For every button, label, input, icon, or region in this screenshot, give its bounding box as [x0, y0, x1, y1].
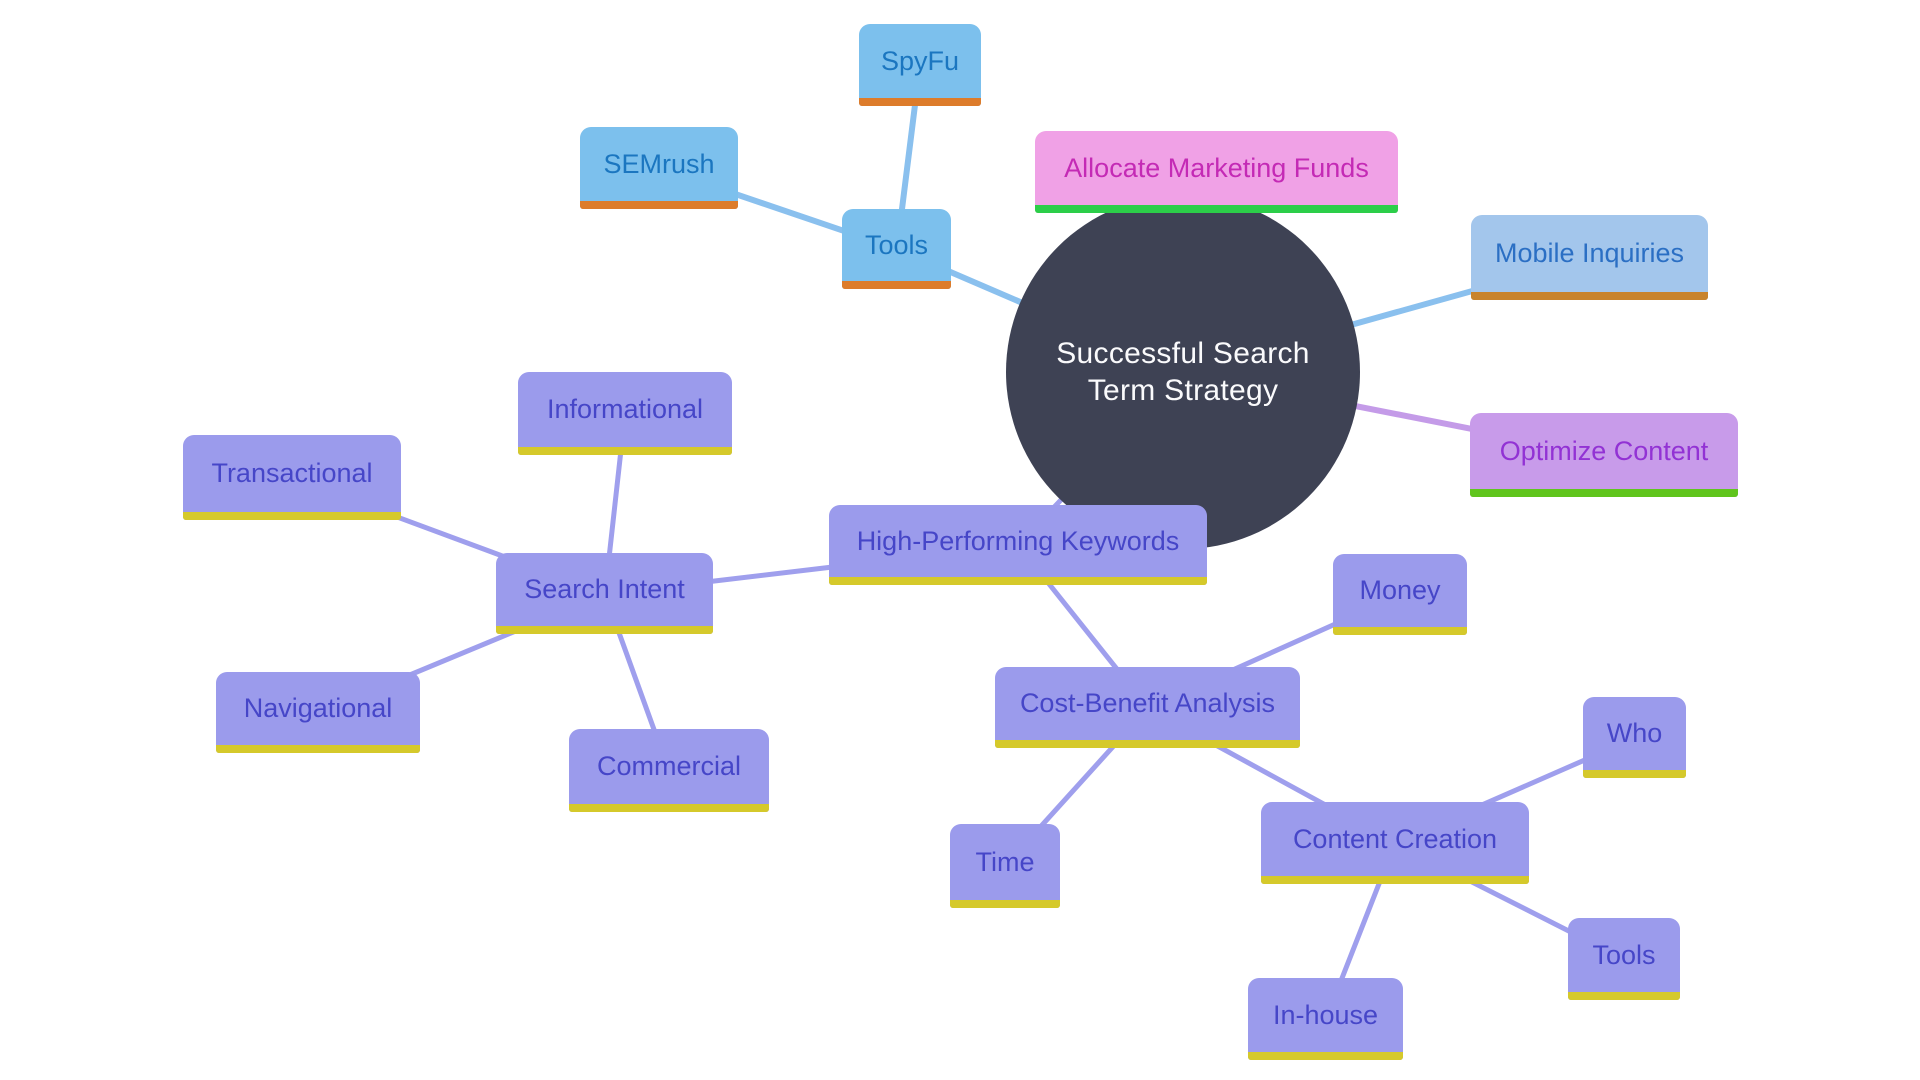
node-tools-top-underline	[842, 281, 951, 289]
node-navigational-label: Navigational	[243, 693, 393, 723]
node-navigational[interactable]: Navigational	[216, 672, 420, 753]
node-optimize-content-underline	[1470, 489, 1738, 497]
node-high-performing-keywords[interactable]: High-Performing Keywords	[829, 505, 1207, 585]
node-mobile-inquiries[interactable]: Mobile Inquiries	[1471, 215, 1708, 300]
node-content-creation-label: Content Creation	[1292, 823, 1498, 854]
node-semrush-label: SEMrush	[603, 148, 715, 179]
central-topic-node[interactable]: Successful Search Term Strategy	[1006, 195, 1360, 549]
node-tools-top[interactable]: Tools	[842, 209, 951, 289]
node-high-performing-keywords-label: High-Performing Keywords	[856, 525, 1180, 556]
node-money-label: Money	[1359, 575, 1441, 605]
node-money-underline	[1333, 627, 1467, 635]
node-allocate-marketing-funds-label: Allocate Marketing Funds	[1064, 152, 1369, 183]
node-navigational-underline	[216, 745, 420, 753]
node-time-label: Time	[975, 846, 1035, 877]
node-informational[interactable]: Informational	[518, 372, 732, 455]
central-topic-label: Successful Search Term Strategy	[1056, 337, 1310, 407]
node-optimize-content[interactable]: Optimize Content	[1470, 413, 1738, 497]
node-semrush[interactable]: SEMrush	[580, 127, 738, 209]
node-tools-bottom-label: Tools	[1592, 939, 1656, 970]
node-search-intent-label: Search Intent	[524, 574, 685, 604]
node-transactional[interactable]: Transactional	[183, 435, 401, 520]
node-tools-top-label: Tools	[864, 229, 929, 260]
node-cost-benefit-analysis[interactable]: Cost-Benefit Analysis	[995, 667, 1300, 748]
node-search-intent-underline	[496, 626, 713, 634]
node-commercial-label: Commercial	[596, 751, 742, 781]
node-spyfu-label: SpyFu	[880, 45, 960, 76]
node-commercial[interactable]: Commercial	[569, 729, 769, 812]
node-search-intent[interactable]: Search Intent	[496, 553, 713, 634]
node-in-house[interactable]: In-house	[1248, 978, 1403, 1060]
node-money[interactable]: Money	[1333, 554, 1467, 635]
node-commercial-underline	[569, 804, 769, 812]
node-who-underline	[1583, 770, 1686, 778]
node-tools-bottom-underline	[1568, 992, 1680, 1000]
node-mobile-inquiries-underline	[1471, 292, 1708, 300]
node-allocate-marketing-funds[interactable]: Allocate Marketing Funds	[1035, 131, 1398, 213]
node-time[interactable]: Time	[950, 824, 1060, 908]
node-spyfu-underline	[859, 98, 981, 106]
node-informational-underline	[518, 447, 732, 455]
node-who-label: Who	[1606, 718, 1663, 748]
node-semrush-underline	[580, 201, 738, 209]
node-content-creation[interactable]: Content Creation	[1261, 802, 1529, 884]
node-in-house-label: In-house	[1272, 999, 1379, 1030]
node-tools-bottom[interactable]: Tools	[1568, 918, 1680, 1000]
node-informational-label: Informational	[546, 394, 704, 424]
node-optimize-content-label: Optimize Content	[1499, 435, 1709, 466]
node-transactional-underline	[183, 512, 401, 520]
node-who[interactable]: Who	[1583, 697, 1686, 778]
node-transactional-label: Transactional	[211, 458, 373, 488]
node-spyfu[interactable]: SpyFu	[859, 24, 981, 106]
node-time-underline	[950, 900, 1060, 908]
node-content-creation-underline	[1261, 876, 1529, 884]
node-mobile-inquiries-label: Mobile Inquiries	[1494, 238, 1685, 268]
node-cost-benefit-analysis-underline	[995, 740, 1300, 748]
node-high-performing-keywords-underline	[829, 577, 1207, 585]
node-allocate-marketing-funds-underline	[1035, 205, 1398, 213]
node-in-house-underline	[1248, 1052, 1403, 1060]
node-cost-benefit-analysis-label: Cost-Benefit Analysis	[1019, 688, 1276, 718]
